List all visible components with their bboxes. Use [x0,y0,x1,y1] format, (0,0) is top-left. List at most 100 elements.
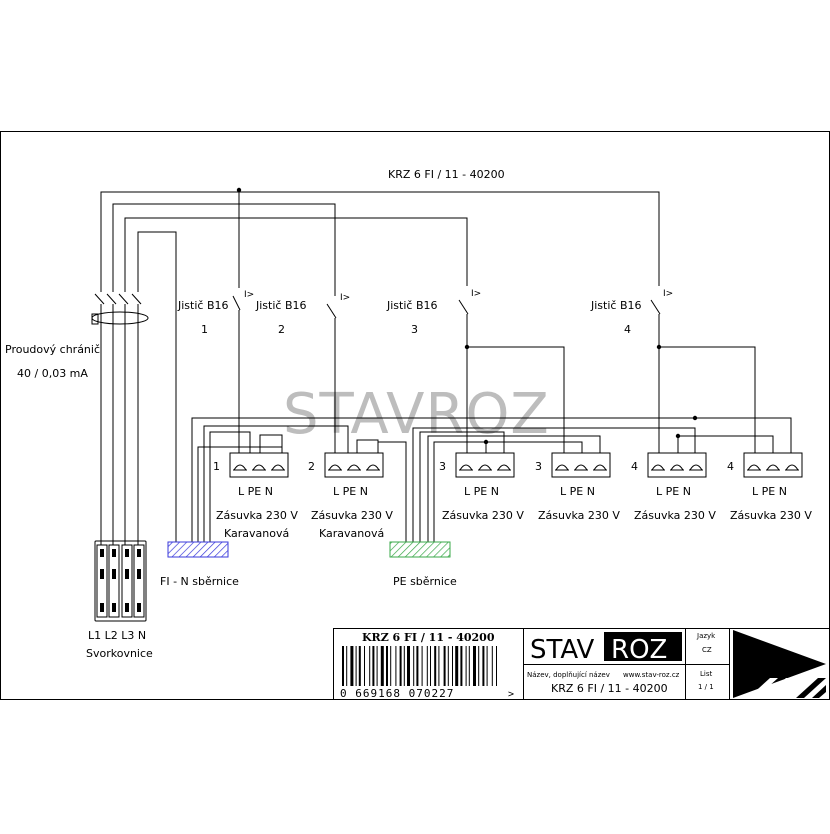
terminal-screw [137,569,141,579]
overcurrent-symbol: I> [340,293,350,303]
socket-contact [252,464,266,471]
socket-contact [478,464,492,471]
breaker-2: I> Jistič B16 2 [255,293,350,336]
fi-n-busbar [167,541,229,558]
socket-contact [651,464,665,471]
barcode-bar [491,646,493,686]
wires [100,190,792,548]
barcode-bar [460,646,463,686]
terminal-screw [125,603,129,612]
barcode-digits: 0 669168 070227 [340,687,454,700]
terminal-screw [125,549,129,557]
barcode-bar [390,646,392,686]
barcode-bar [426,646,428,686]
pe-busbar-label: PE sběrnice [393,575,457,588]
barcode-bar [407,646,410,686]
socket-terminals: L PE N [464,485,499,498]
barcode-bar [421,646,423,686]
breaker-3-label: Jistič B16 [386,299,438,312]
logo-roz-box [604,632,682,661]
rcd-switch [91,293,149,325]
socket-contact [574,464,588,471]
breaker-4-number: 4 [624,323,631,336]
terminal-screw [100,549,104,557]
socket-index: 4 [727,460,734,473]
barcode-bar [434,646,437,686]
overcurrent-symbol: I> [244,290,254,300]
socket-contact [747,464,761,471]
socket-contact [593,464,607,471]
terminal-block-labels: L1 L2 L3 N [88,629,146,642]
overcurrent-symbol: I> [471,289,481,299]
socket-contact [766,464,780,471]
barcode-bar [372,646,375,686]
barcode-bar [478,646,480,686]
lang-value: CZ [702,646,712,654]
terminal-screw [137,549,141,557]
barcode-bar [358,646,361,686]
socket-contact [271,464,285,471]
terminal-cell [121,544,133,618]
socket-housing [455,452,515,478]
socket-contact [366,464,380,471]
name-caption: Název, doplňující název [527,671,610,679]
pe-busbar [389,541,451,558]
terminal-screw [125,569,129,579]
lang-label: Jazyk [696,632,716,640]
socket-housing [743,452,803,478]
barcode-bar [376,646,378,686]
socket-index: 3 [535,460,542,473]
socket-contact [497,464,511,471]
barcode-bar [438,646,440,686]
socket-index: 4 [631,460,638,473]
barcode-bar [386,646,388,686]
barcode-bar [452,646,453,686]
junction-dots [236,187,698,445]
socket-name: Zásuvka 230 V [216,509,298,522]
terminal-screw [100,569,104,579]
socket-contact [689,464,703,471]
breaker-4-label: Jistič B16 [590,299,642,312]
rcd-name: Proudový chránič [5,343,100,356]
socket-terminals: L PE N [752,485,787,498]
socket-index: 2 [308,460,315,473]
watermark-text: STAVROZ [283,382,550,447]
breaker-2-label: Jistič B16 [255,299,307,312]
barcode-bar [430,646,431,686]
socket-index: 3 [439,460,446,473]
breaker-3: I> Jistič B16 3 [386,289,481,336]
barcode-bar [443,646,446,686]
breaker-1: I> Jistič B16 1 [177,290,254,336]
breaker-3-number: 3 [411,323,418,336]
logo-roz: ROZ [611,635,667,665]
barcode-bar [355,646,357,686]
socket-index: 1 [213,460,220,473]
socket-contact [233,464,247,471]
barcode-bar [342,646,344,686]
socket-contact [555,464,569,471]
barcode-bar [350,646,354,686]
socket-housing [229,452,289,478]
breaker-1-label: Jistič B16 [177,299,229,312]
terminal-screw [112,569,116,579]
socket-contact [785,464,799,471]
socket-contact [459,464,473,471]
socket-type: Karavanová [319,527,384,540]
socket-name: Zásuvka 230 V [311,509,393,522]
diagram-title: KRZ 6 FI / 11 - 40200 [388,168,505,181]
socket-housing [324,452,384,478]
socket-housing [647,452,707,478]
title-block: KRZ 6 FI / 11 - 40200 0 669168 070227 > … [333,628,830,700]
terminal-block-name: Svorkovnice [86,647,153,660]
barcode-bar [403,646,405,686]
sheet-value: 1 / 1 [698,683,714,691]
barcode-bar [364,646,365,686]
logo-stav: STAV [530,635,594,665]
